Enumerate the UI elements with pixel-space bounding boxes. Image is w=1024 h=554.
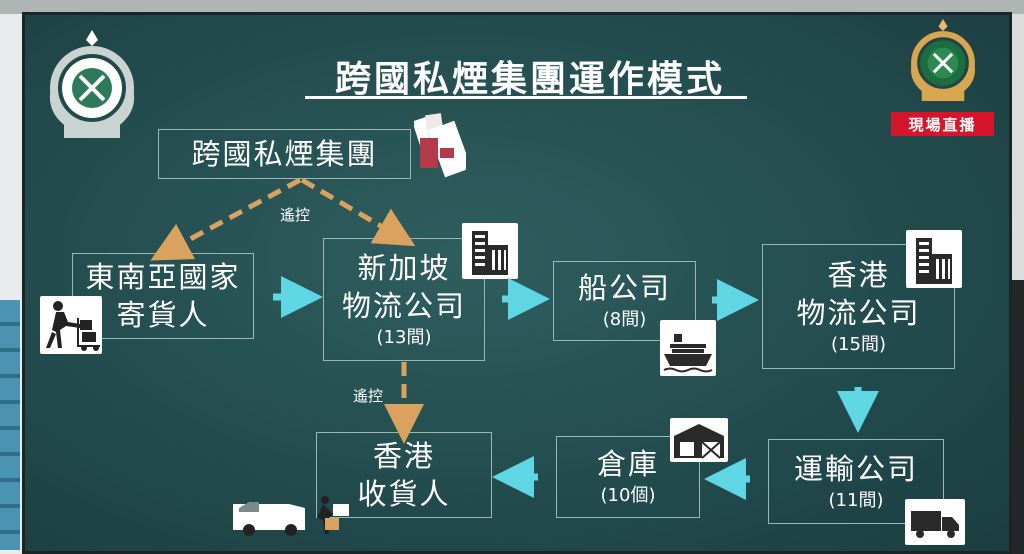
node-se-asia-shipper-line1: 東南亞國家: [85, 260, 241, 294]
title-underline: [305, 96, 747, 99]
cigarette-pack-icon: [414, 113, 466, 178]
hk-customs-emblem-icon: [50, 30, 134, 138]
delivery-truck-icon: [905, 499, 965, 545]
node-hk-consignee: 香港 收貨人: [316, 432, 492, 518]
node-warehouse-line1: 倉庫: [596, 447, 659, 481]
node-transport-count: (11間): [828, 489, 884, 511]
node-se-asia-shipper-line2: 寄貨人: [116, 298, 210, 332]
node-shipping-line1: 船公司: [577, 271, 671, 305]
node-se-asia-shipper: 東南亞國家 寄貨人: [72, 253, 254, 339]
edge-label-remote-control: 遙控: [353, 387, 384, 405]
background-stacked-boxes: [0, 300, 20, 550]
node-syndicate-label: 跨國私煙集團: [191, 137, 378, 171]
background-top: [0, 0, 1024, 14]
person-pushing-trolley-icon: [40, 296, 102, 354]
node-sg-logistics-line2: 物流公司: [341, 288, 466, 323]
node-syndicate: 跨國私煙集團: [158, 129, 411, 179]
node-sg-logistics: 新加坡 物流公司 (13間): [323, 238, 485, 361]
node-transport-company: 運輸公司 (11間): [768, 439, 944, 524]
warehouse-icon: [670, 418, 728, 462]
office-building-icon: [906, 230, 962, 288]
node-warehouse: 倉庫 (10個): [556, 436, 700, 518]
node-hk-consignee-line1: 香港: [372, 439, 435, 473]
node-shipping-count: (8間): [602, 309, 647, 330]
live-badge: 現場直播: [891, 112, 994, 136]
diagram-title: 跨國私煙集團運作模式: [334, 59, 725, 100]
background-right-dark: [1010, 280, 1024, 554]
node-hk-consignee-line2: 收貨人: [357, 477, 451, 511]
cargo-ship-icon: [660, 320, 716, 376]
node-hk-logistics-line1: 香港: [827, 257, 890, 292]
hk-customs-emblem-icon: [911, 18, 975, 102]
edge-label-remote-control: 遙控: [280, 206, 311, 224]
node-sg-logistics-line1: 新加坡: [357, 250, 451, 285]
node-hk-logistics: 香港 物流公司 (15間): [762, 244, 955, 369]
node-hk-logistics-line2: 物流公司: [796, 295, 921, 330]
delivery-van-icon: [233, 496, 349, 536]
office-building-icon: [462, 223, 518, 279]
node-transport-line1: 運輸公司: [793, 451, 918, 486]
node-sg-logistics-count: (13間): [376, 326, 432, 348]
node-hk-logistics-count: (15間): [831, 333, 886, 355]
node-shipping-company: 船公司 (8間): [553, 261, 696, 341]
node-warehouse-count: (10個): [600, 485, 656, 506]
